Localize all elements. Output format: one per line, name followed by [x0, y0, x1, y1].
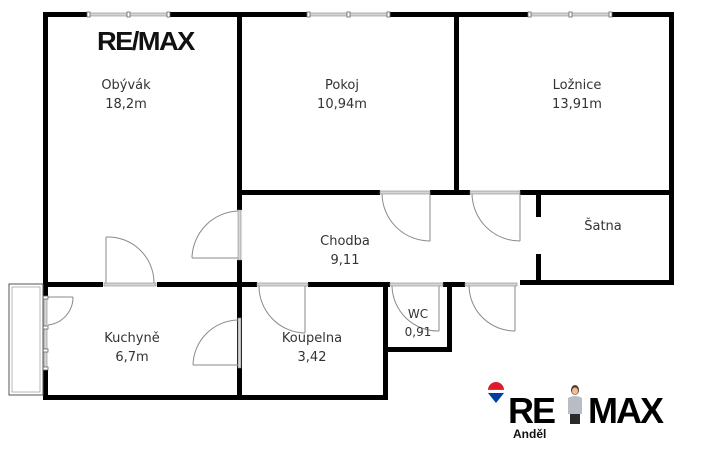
- room-area: 6,7m: [115, 350, 149, 365]
- room-name: Obývák: [101, 78, 151, 93]
- room-obyvak: Obývák 18,2m: [101, 76, 150, 114]
- room-pokoj: Pokoj 10,94m: [317, 76, 367, 114]
- doors: [47, 190, 521, 369]
- windows: [42, 11, 613, 371]
- room-name: WC: [407, 307, 429, 321]
- room-area: 10,94m: [317, 97, 367, 112]
- room-name: Šatna: [584, 219, 622, 234]
- room-area: 18,2m: [105, 97, 147, 112]
- room-loznice: Ložnice 13,91m: [552, 76, 602, 114]
- room-name: Kuchyně: [104, 331, 160, 346]
- room-name: Koupelna: [281, 331, 343, 346]
- remax-logo-bottom: RE MAX Anděl: [486, 382, 686, 442]
- room-chodba: Chodba 9,11: [320, 232, 370, 270]
- balloon-icon: [487, 382, 505, 403]
- agent-figure-icon: [568, 385, 582, 424]
- room-area: 3,42: [297, 350, 327, 365]
- room-satna: Šatna: [584, 217, 622, 236]
- remax-logo-top: RE/MAX: [97, 26, 195, 56]
- room-area: 13,91m: [552, 97, 602, 112]
- room-kuchyne: Kuchyně 6,7m: [104, 329, 159, 367]
- balcony: [8, 283, 44, 396]
- room-name: Chodba: [320, 234, 370, 249]
- room-name: Pokoj: [325, 78, 359, 93]
- room-wc: WC 0,91: [405, 305, 432, 341]
- room-koupelna: Koupelna 3,42: [282, 329, 342, 367]
- logo-max: MAX: [588, 390, 664, 431]
- logo-re: RE: [508, 390, 556, 431]
- room-area: 0,91: [404, 325, 432, 339]
- office-name: Anděl: [513, 427, 547, 441]
- room-area: 9,11: [330, 253, 360, 268]
- room-name: Ložnice: [552, 78, 602, 93]
